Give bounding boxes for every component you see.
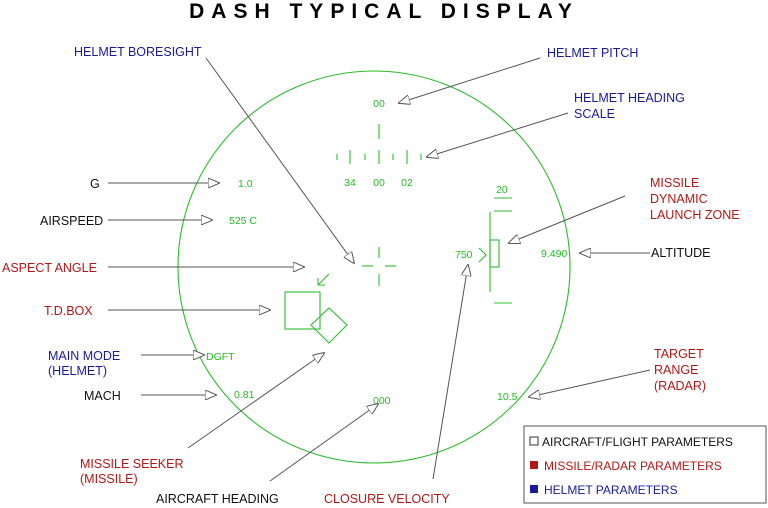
label-missile-seeker: MISSILE SEEKER xyxy=(80,457,184,471)
main-mode-value: DGFT xyxy=(206,351,235,363)
mach-value: 0.81 xyxy=(234,389,255,401)
legend-swatch-missile xyxy=(530,461,538,469)
td-box xyxy=(284,291,321,330)
label-g: G xyxy=(90,177,100,191)
label-main-mode: (HELMET) xyxy=(48,364,107,378)
heading-tick-label: 34 xyxy=(344,177,356,189)
legend-label: HELMET PARAMETERS xyxy=(544,483,678,497)
g-value: 1.0 xyxy=(238,178,253,190)
legend-label: MISSILE/RADAR PARAMETERS xyxy=(544,459,722,473)
label-main-mode: MAIN MODE xyxy=(48,349,120,363)
label-mach: MACH xyxy=(84,389,121,403)
label-airspeed: AIRSPEED xyxy=(40,214,103,228)
label-helmet-boresight: HELMET BORESIGHT xyxy=(74,45,202,59)
label-missile-dlz: DYNAMIC xyxy=(650,192,708,206)
aspect-angle-marker xyxy=(317,273,330,286)
legend-swatch-helmet xyxy=(530,485,538,493)
label-td-box: T.D.BOX xyxy=(44,304,93,318)
label-target-range: RANGE xyxy=(654,363,698,377)
legend: AIRCRAFT/FLIGHT PARAMETERS MISSILE/RADAR… xyxy=(523,425,767,504)
legend-frame xyxy=(523,425,767,504)
altitude-value: 9.490 xyxy=(541,248,567,260)
label-closure-velocity: CLOSURE VELOCITY xyxy=(324,492,450,506)
legend-label: AIRCRAFT/FLIGHT PARAMETERS xyxy=(542,435,733,449)
closure-velocity-value: 750 xyxy=(455,249,473,261)
label-target-range: TARGET xyxy=(654,347,704,361)
dlz-scale xyxy=(478,197,512,304)
legend-swatch-aircraft xyxy=(529,436,539,446)
page-title: DASH TYPICAL DISPLAY xyxy=(189,0,579,23)
label-helmet-heading-scale: HELMET HEADING xyxy=(574,91,685,105)
label-missile-seeker: (MISSILE) xyxy=(80,472,138,486)
airspeed-value: 525 C xyxy=(229,215,257,227)
label-missile-dlz: MISSILE xyxy=(650,176,699,190)
missile-seeker-diamond xyxy=(310,307,348,344)
helmet-pitch-value: 00 xyxy=(373,98,385,110)
label-helmet-heading-scale: SCALE xyxy=(574,107,615,121)
annotation-arrows xyxy=(108,57,651,482)
label-aircraft-heading: AIRCRAFT HEADING xyxy=(156,492,279,506)
heading-tick-label: 00 xyxy=(373,177,385,189)
label-altitude: ALTITUDE xyxy=(651,246,711,260)
heading-tick-label: 02 xyxy=(401,177,413,189)
label-aspect-angle: ASPECT ANGLE xyxy=(2,261,97,275)
dlz-top-value: 20 xyxy=(496,184,508,196)
helmet-boresight-cross xyxy=(362,247,396,286)
label-target-range: (RADAR) xyxy=(654,379,706,393)
label-helmet-pitch: HELMET PITCH xyxy=(547,46,638,60)
label-missile-dlz: LAUNCH ZONE xyxy=(650,208,740,222)
heading-scale xyxy=(336,124,422,164)
target-range-value: 10.5 xyxy=(497,391,518,403)
